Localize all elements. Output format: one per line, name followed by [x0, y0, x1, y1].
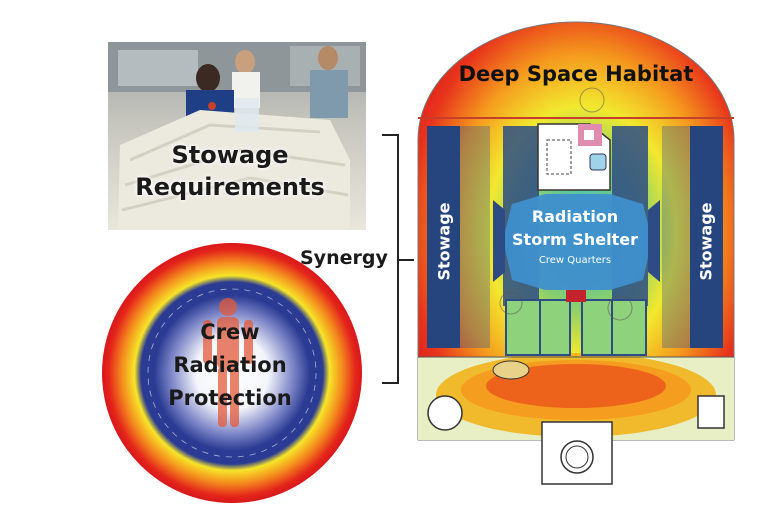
crew-figure-icon [499, 87, 633, 321]
stowage-left-rack [427, 126, 460, 348]
hatch-icon [427, 395, 463, 431]
crew-label-line3: Protection [168, 386, 292, 410]
stowage-label-line2: Requirements [135, 173, 325, 201]
synergy-label: Synergy [300, 247, 388, 269]
stowage-right-label: Stowage [696, 202, 716, 281]
habitat-title: Deep Space Habitat [458, 62, 694, 86]
stowage-label-line1: Stowage [171, 141, 289, 169]
deep-space-habitat [417, 21, 735, 485]
stowage-right-rack [690, 126, 723, 348]
stowage-left-label: Stowage [434, 202, 454, 281]
storm-shelter [503, 194, 652, 290]
hatch-box [697, 395, 725, 429]
exercise-device-icon [492, 360, 530, 380]
crew-label-line2: Radiation [173, 353, 287, 377]
shelter-sublabel: Crew Quarters [538, 255, 612, 266]
shelter-label-line2: Storm Shelter [512, 230, 638, 249]
human-body-icon [203, 298, 253, 427]
shelter-label-line1: Radiation [531, 207, 619, 226]
synergy-bracket [382, 134, 414, 384]
radiation-protection-circle [102, 243, 362, 503]
stowage-photo [108, 42, 366, 230]
crew-label-line1: Crew [200, 320, 260, 344]
